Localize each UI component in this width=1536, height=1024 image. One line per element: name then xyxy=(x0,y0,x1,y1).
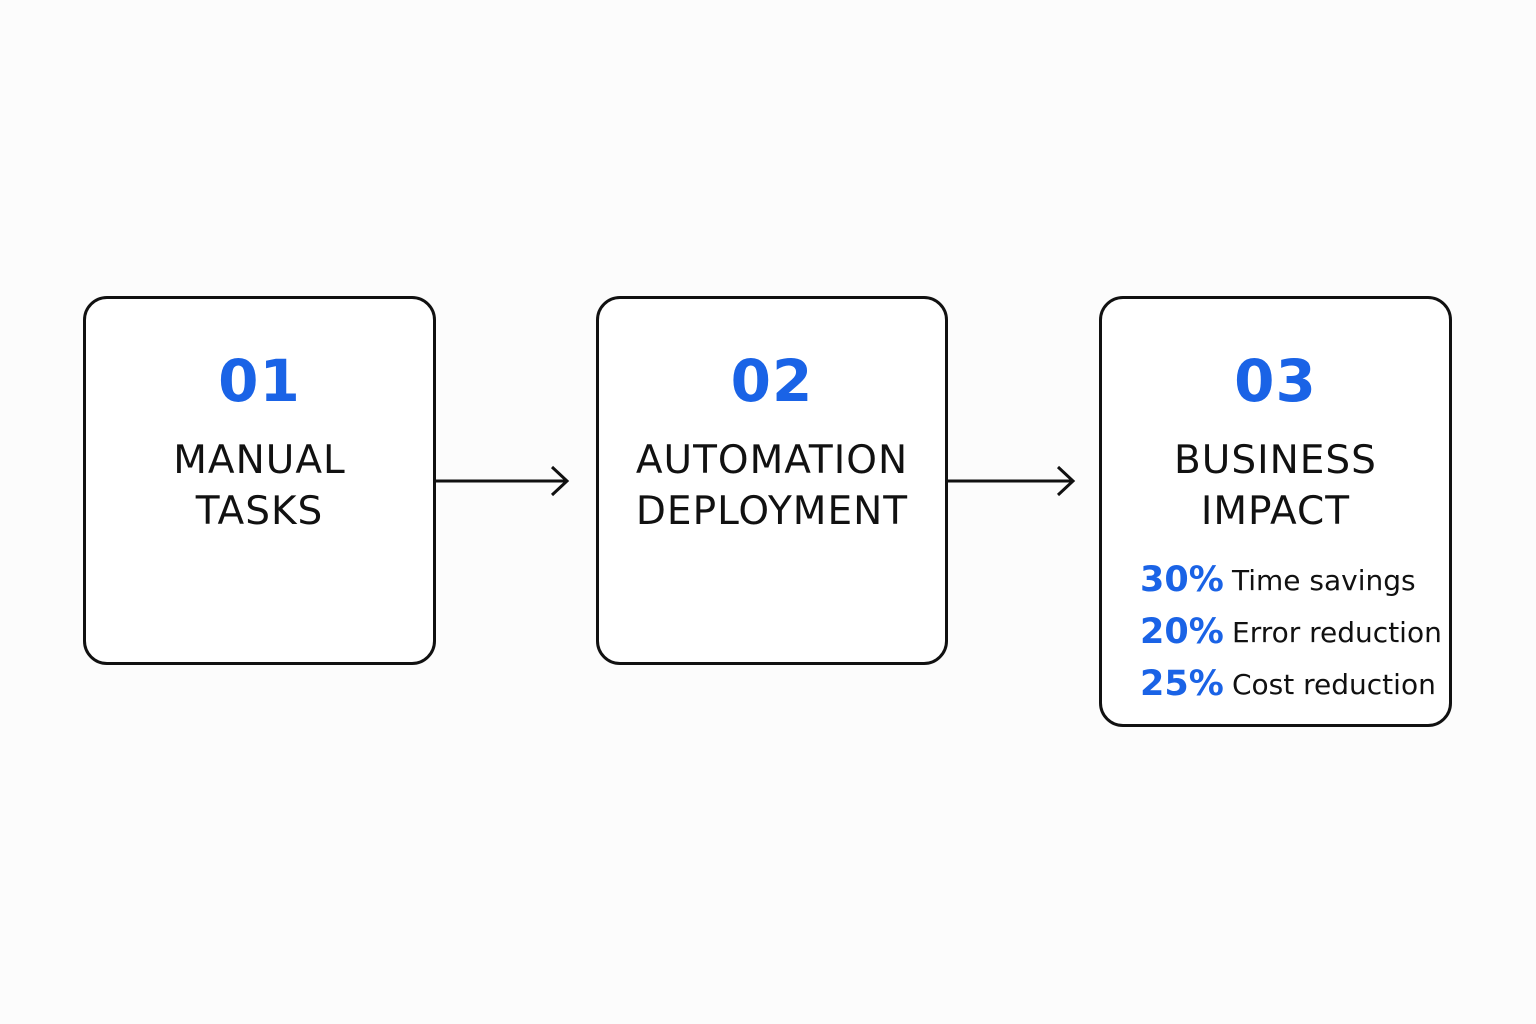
step-title: MANUAL TASKS xyxy=(86,435,433,537)
metric-value: 25% xyxy=(1140,664,1224,704)
metric-label: Error reduction xyxy=(1232,615,1442,649)
arrow-right-icon xyxy=(948,465,1076,497)
arrow-right-icon xyxy=(436,465,570,497)
step-title-line: DEPLOYMENT xyxy=(635,489,909,534)
step-number: 01 xyxy=(218,347,301,415)
step-box-manual-tasks: 01 MANUAL TASKS xyxy=(83,296,436,665)
step-title-line: AUTOMATION xyxy=(635,438,909,483)
metric-value: 20% xyxy=(1140,612,1224,652)
impact-metrics-list: 30% Time savings 20% Error reduction 25%… xyxy=(1140,554,1442,710)
step-number: 02 xyxy=(730,347,814,415)
metric-label: Time savings xyxy=(1232,563,1416,597)
metric-label: Cost reduction xyxy=(1232,667,1436,701)
step-title-line: TASKS xyxy=(195,489,324,534)
step-title: AUTOMATION DEPLOYMENT xyxy=(599,435,945,537)
step-title-line: MANUAL xyxy=(173,438,346,483)
metric-cost-reduction: 25% Cost reduction xyxy=(1140,658,1442,710)
step-title-line: IMPACT xyxy=(1200,489,1351,534)
step-title: BUSINESS IMPACT xyxy=(1102,435,1449,537)
step-box-automation-deployment: 02 AUTOMATION DEPLOYMENT xyxy=(596,296,948,665)
step-box-business-impact: 03 BUSINESS IMPACT 30% Time savings 20% … xyxy=(1099,296,1452,727)
metric-error-reduction: 20% Error reduction xyxy=(1140,606,1442,658)
step-title-line: BUSINESS xyxy=(1174,438,1377,483)
step-number: 03 xyxy=(1234,347,1317,415)
metric-time-savings: 30% Time savings xyxy=(1140,554,1442,606)
metric-value: 30% xyxy=(1140,560,1224,600)
